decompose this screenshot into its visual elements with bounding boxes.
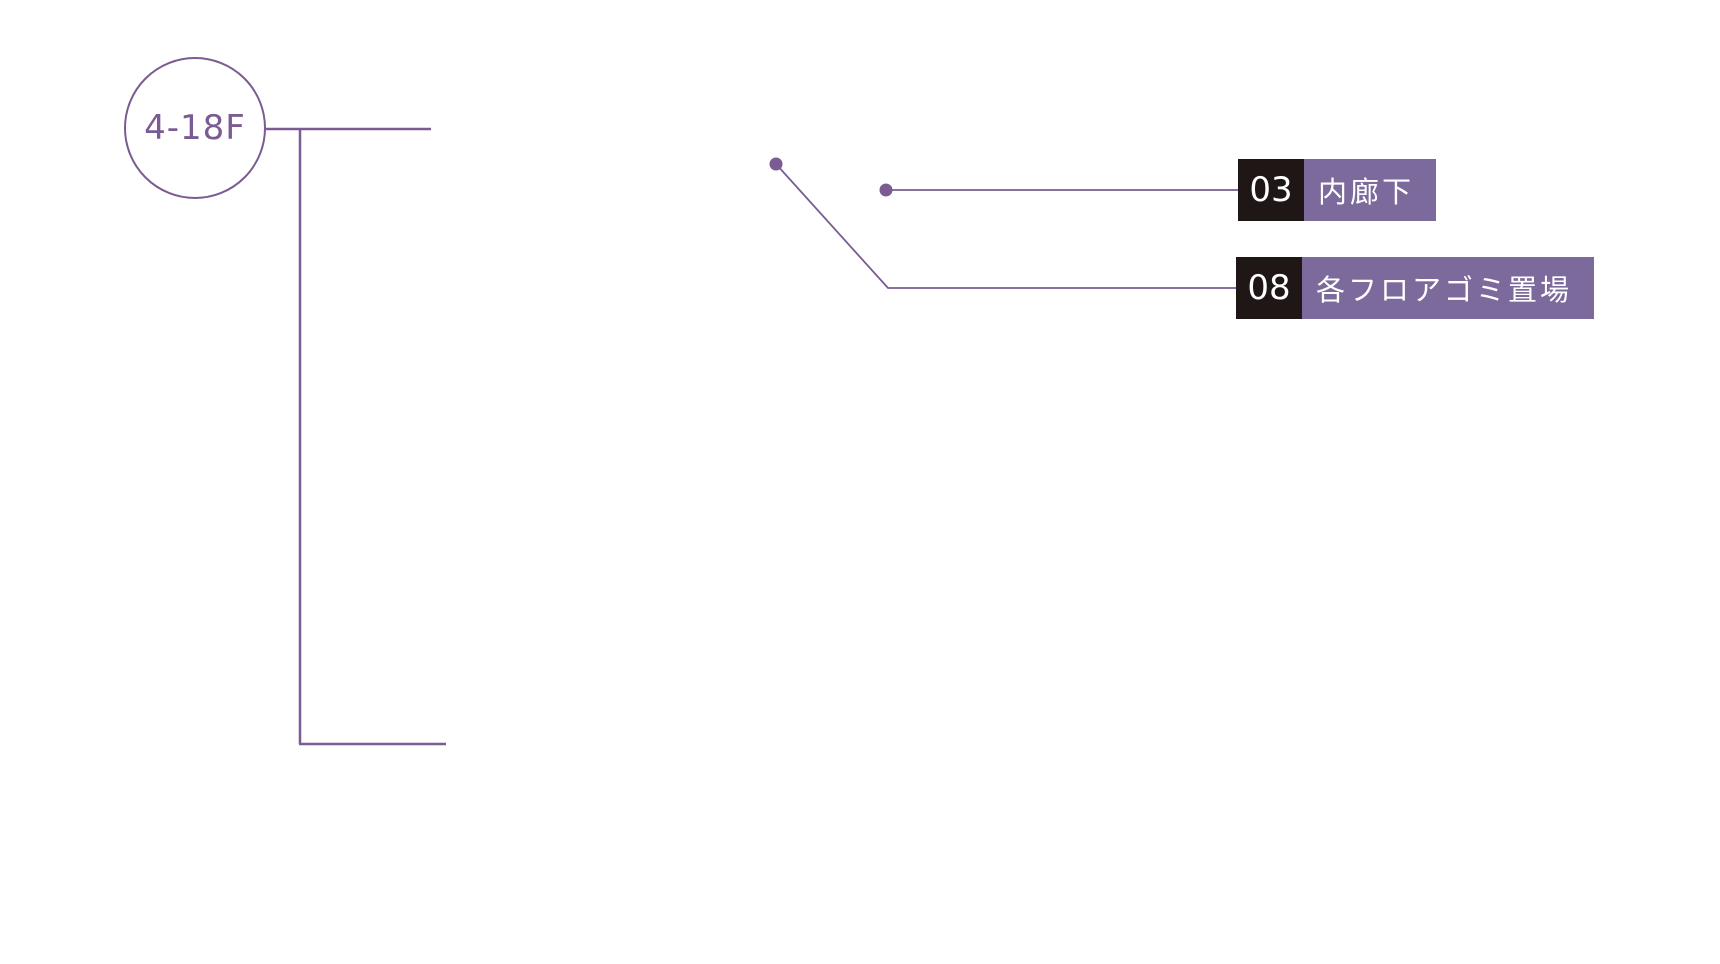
floor-badge-label: 4-18F: [144, 108, 246, 148]
callout-number: 03: [1238, 159, 1304, 221]
floor-badge: 4-18F: [124, 57, 266, 199]
callout-number: 08: [1236, 257, 1302, 319]
leader-line-08: [775, 163, 1236, 289]
callout-label: 内廊下: [1304, 159, 1437, 221]
callout-label: 各フロアゴミ置場: [1302, 257, 1595, 319]
callout-08: 08 各フロアゴミ置場: [1236, 257, 1595, 319]
callout-03: 03 内廊下: [1238, 159, 1437, 221]
